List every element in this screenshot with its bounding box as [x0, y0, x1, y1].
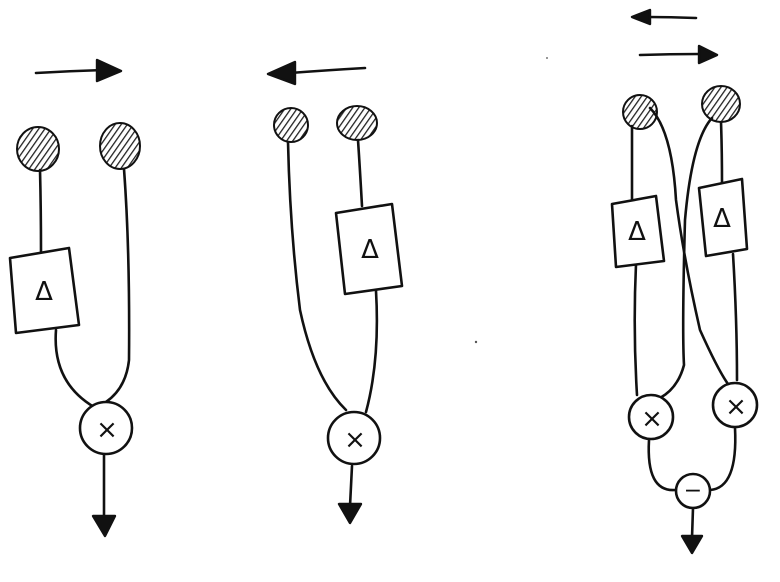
pencil-speck: [474, 340, 478, 344]
photoreceptor-left-2: [99, 122, 141, 170]
multiplier-node: [78, 400, 134, 456]
delta-symbol: Δ: [713, 204, 731, 234]
motion-arrow-left: [288, 66, 367, 75]
motion-arrowhead-left: [266, 60, 297, 86]
photoreceptor-right-2: [701, 85, 741, 123]
wire-mult-2-to-subtract: [708, 426, 737, 492]
photoreceptor-right-1: [622, 94, 658, 130]
wire-left-1-bottom: [54, 328, 96, 409]
delta-symbol: Δ: [361, 235, 379, 265]
output-line: [690, 506, 695, 540]
wire-mult-1-to-subtract: [647, 438, 677, 492]
output-arrowhead: [337, 502, 363, 525]
wire-right-2-to-box: [719, 120, 724, 186]
multiplier-node: [627, 393, 675, 441]
delta-symbol: Δ: [628, 217, 646, 247]
motion-arrowhead-right: [95, 58, 123, 83]
motion-arrow-right: [638, 52, 702, 57]
wire-right-2-cross: [658, 116, 714, 400]
wire-middle-1: [286, 140, 348, 412]
motion-arrowhead-right: [697, 44, 719, 65]
motion-arrow-right: [34, 68, 106, 75]
panel-middle: Δ ×: [266, 60, 404, 525]
wire-left-1-top: [38, 168, 43, 254]
output-arrowhead: [91, 514, 117, 538]
delta-symbol: Δ: [35, 277, 53, 307]
delay-box-right-2: [697, 177, 749, 258]
delay-box-middle: [334, 202, 404, 296]
panel-right: Δ Δ × × −: [610, 8, 759, 555]
output-arrowhead: [680, 534, 704, 555]
minus-symbol: −: [684, 479, 702, 504]
pencil-speck: [546, 57, 548, 59]
panel-left: Δ ×: [8, 58, 141, 538]
delay-box-left: [8, 246, 81, 335]
photoreceptor-middle-2: [336, 105, 378, 141]
output-line: [348, 464, 354, 508]
delay-box-right-1: [610, 194, 666, 269]
photoreceptor-left-1: [16, 126, 60, 172]
multiply-symbol: ×: [725, 392, 747, 422]
wire-middle-2-top: [356, 138, 364, 208]
wire-right-1-box-to-mult: [633, 262, 639, 397]
wire-right-2-box-to-mult: [731, 252, 739, 382]
motion-arrowhead-left: [630, 8, 652, 26]
multiply-symbol: ×: [344, 425, 366, 455]
multiply-symbol: ×: [641, 404, 663, 434]
wire-left-2: [104, 167, 131, 404]
multiply-symbol: ×: [96, 415, 118, 445]
motion-arrow-left: [646, 15, 698, 20]
multiplier-node: [326, 410, 382, 466]
wire-middle-2-bottom: [364, 289, 379, 414]
photoreceptor-middle-1: [273, 107, 309, 143]
